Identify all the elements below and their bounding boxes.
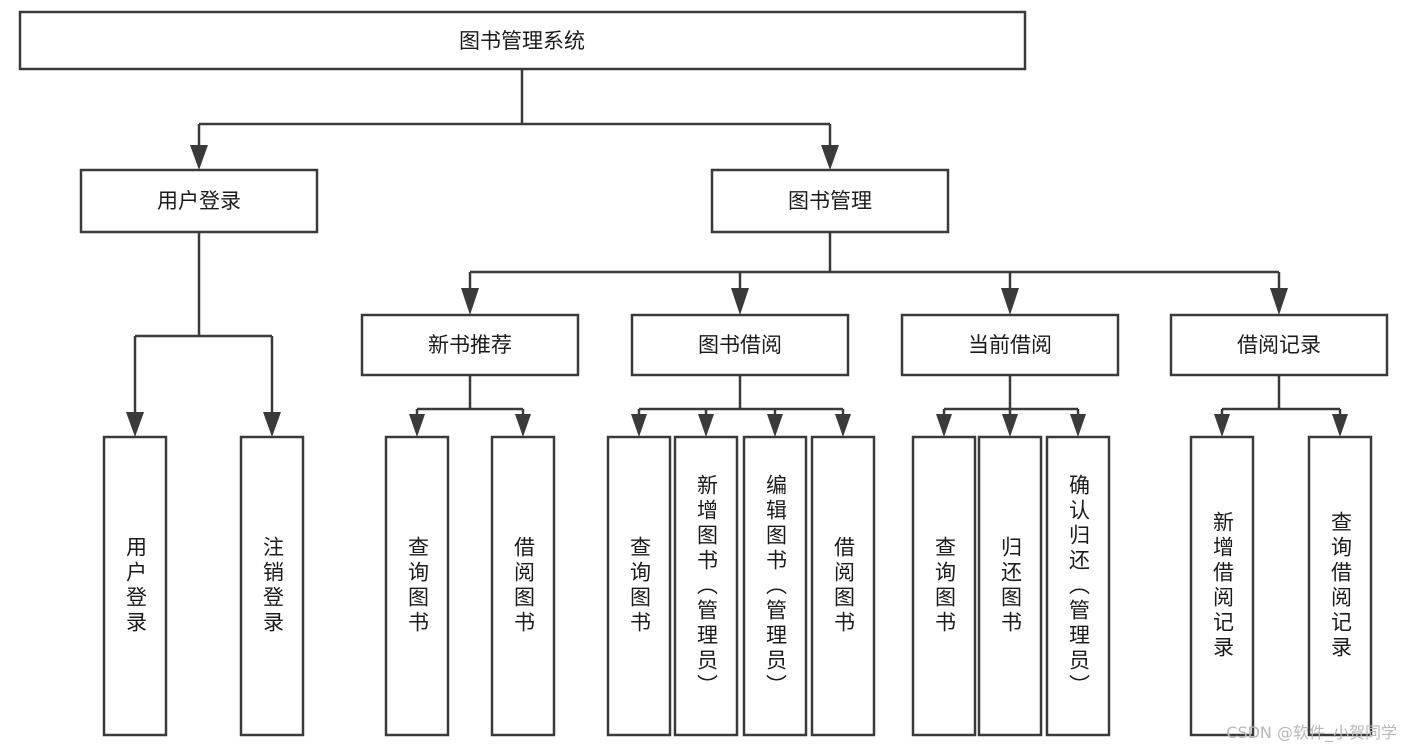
arrowhead-to-new-book-recommend bbox=[461, 288, 479, 315]
node-leaf-return-book[interactable] bbox=[977, 435, 1043, 737]
arrowhead-to-leaf-add-book bbox=[698, 414, 714, 437]
node-leaf-add-book[interactable] bbox=[673, 435, 739, 737]
label-root: 图书管理系统 bbox=[459, 29, 585, 53]
arrowhead-to-leaf-return-book bbox=[1002, 414, 1018, 437]
arrowhead-to-user-login bbox=[190, 145, 208, 170]
node-borrow-record[interactable] bbox=[1169, 313, 1389, 377]
connector-bookmanage-to-level3 bbox=[468, 232, 1281, 291]
arrowhead-to-leaf-add-record bbox=[1214, 414, 1230, 437]
node-current-borrow[interactable] bbox=[900, 313, 1120, 377]
node-leaf-confirm-return[interactable] bbox=[1045, 435, 1111, 737]
connector-newbook-to-leaves bbox=[415, 375, 525, 419]
arrowhead-to-leaf-user-logout bbox=[263, 412, 281, 437]
arrowhead-group bbox=[126, 145, 1348, 437]
node-leaf-query-book-rec[interactable] bbox=[384, 435, 450, 737]
label-borrow-record: 借阅记录 bbox=[1237, 333, 1321, 357]
node-user-login[interactable] bbox=[79, 168, 319, 234]
watermark-text: CSDN @软件_小贺同学 bbox=[1226, 723, 1397, 742]
label-new-book-recommend: 新书推荐 bbox=[428, 333, 512, 357]
node-leaf-edit-book[interactable] bbox=[742, 435, 808, 737]
connector-borrowrecord-to-leaves bbox=[1220, 375, 1342, 419]
node-leaf-user-login[interactable] bbox=[102, 435, 168, 737]
label-book-manage: 图书管理 bbox=[788, 189, 872, 213]
label-book-borrow: 图书借阅 bbox=[698, 333, 782, 357]
node-root[interactable] bbox=[18, 10, 1027, 71]
node-leaf-borrow-book[interactable] bbox=[810, 435, 876, 737]
node-leaf-add-record[interactable] bbox=[1189, 435, 1255, 737]
node-box-group bbox=[18, 10, 1389, 737]
node-leaf-borrow-book-rec[interactable] bbox=[490, 435, 556, 737]
connector-userlogin-to-leaves bbox=[133, 232, 274, 414]
node-leaf-user-logout[interactable] bbox=[239, 435, 305, 737]
arrowhead-to-leaf-query-record bbox=[1332, 414, 1348, 437]
label-current-borrow: 当前借阅 bbox=[968, 333, 1052, 357]
node-book-borrow[interactable] bbox=[630, 313, 850, 377]
node-leaf-query-book-bor[interactable] bbox=[606, 435, 672, 737]
connector-currentborrow-to-leaves bbox=[942, 375, 1080, 419]
arrowhead-to-leaf-borrow-book bbox=[835, 414, 851, 437]
arrowhead-to-book-borrow bbox=[731, 288, 749, 315]
arrowhead-to-leaf-borrow-book-rec bbox=[515, 414, 531, 437]
arrowhead-to-leaf-confirm-return bbox=[1070, 414, 1086, 437]
arrowhead-to-leaf-edit-book bbox=[767, 414, 783, 437]
connector-root-to-level2 bbox=[197, 69, 832, 148]
arrowhead-to-borrow-record bbox=[1270, 288, 1288, 315]
arrowhead-to-leaf-query-book-cur bbox=[936, 414, 952, 437]
node-label-group: 图书管理系统 用户登录 图书管理 新书推荐 图书借阅 当前借阅 借阅记录 bbox=[157, 29, 1321, 357]
node-book-manage[interactable] bbox=[710, 168, 950, 234]
connector-group bbox=[133, 69, 1342, 419]
arrowhead-to-current-borrow bbox=[1001, 288, 1019, 315]
node-new-book-recommend[interactable] bbox=[360, 313, 580, 377]
node-leaf-query-book-cur[interactable] bbox=[911, 435, 977, 737]
node-leaf-query-record[interactable] bbox=[1307, 435, 1373, 737]
arrowhead-to-leaf-query-book-rec bbox=[409, 414, 425, 437]
label-user-login: 用户登录 bbox=[157, 189, 241, 213]
connector-bookborrow-to-leaves bbox=[637, 375, 845, 419]
arrowhead-to-leaf-query-book-bor bbox=[631, 414, 647, 437]
arrowhead-to-book-manage bbox=[821, 145, 839, 170]
arrowhead-to-leaf-user-login bbox=[126, 412, 144, 437]
